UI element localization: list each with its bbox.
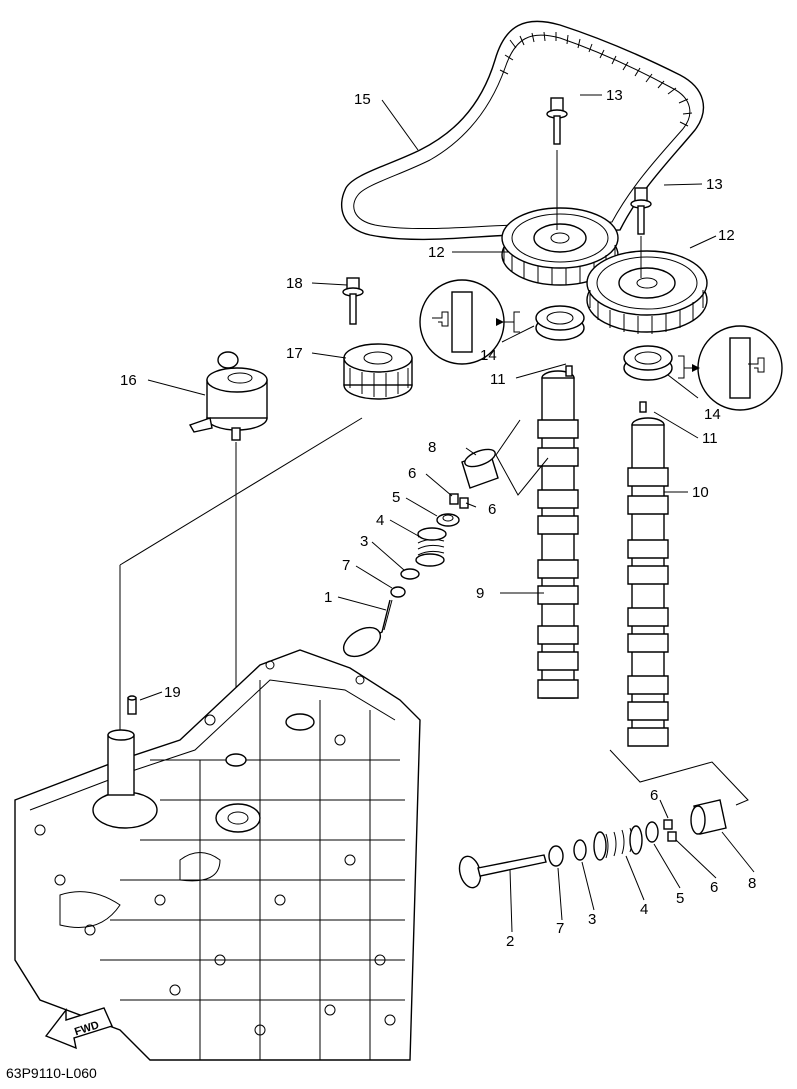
- valve-stem-seal-right: [548, 845, 564, 867]
- diagram-code: 63P9110-L060: [6, 1065, 97, 1081]
- callout-17: 17: [286, 345, 303, 362]
- callout-11-right: 11: [702, 430, 718, 447]
- pulley-bolt-exhaust: [630, 187, 652, 278]
- valve-spring-seat-right: [573, 839, 587, 861]
- callout-4-right: 4: [640, 901, 648, 918]
- callout-14-right: 14: [704, 406, 721, 423]
- valve-spring-left: [415, 527, 447, 567]
- intake-camshaft: [537, 365, 579, 699]
- dowel-pin: [127, 695, 137, 715]
- idler-bolt: [342, 277, 364, 325]
- callout-5-right: 5: [676, 890, 684, 907]
- valve-retainer-right: [645, 821, 659, 843]
- exhaust-valve-right: [458, 854, 547, 889]
- callout-13-right: 13: [706, 176, 723, 193]
- valve-lifter-right: [690, 799, 727, 835]
- callout-15: 15: [354, 91, 371, 108]
- exhaust-camshaft: [627, 401, 669, 747]
- callout-1: 1: [324, 589, 332, 606]
- oil-seal-exhaust: [623, 345, 673, 381]
- valve-cotters-left: [449, 493, 469, 509]
- oil-seal-detail-icon: [419, 279, 520, 365]
- valve-cotters-right: [663, 819, 677, 842]
- callout-7-left: 7: [342, 557, 350, 574]
- camshaft-pulley-exhaust: [586, 250, 708, 334]
- idler-pulley: [343, 343, 413, 400]
- oil-seal-detail-icon-2: [678, 325, 783, 411]
- callout-12-left: 12: [428, 244, 445, 261]
- callout-14-left: 14: [480, 347, 497, 364]
- intake-valve-left: [342, 599, 393, 658]
- callout-8-right: 8: [748, 875, 756, 892]
- callout-11-left: 11: [490, 371, 506, 388]
- callout-4-left: 4: [376, 512, 384, 529]
- callout-13-top: 13: [606, 87, 623, 104]
- callout-19: 19: [164, 684, 181, 701]
- callout-18: 18: [286, 275, 303, 292]
- callout-7-right: 7: [556, 920, 564, 937]
- valve-spring-right: [593, 825, 643, 861]
- valve-stem-seal-left: [390, 586, 406, 598]
- callout-6-lower: 6: [710, 879, 718, 896]
- callout-6-upper-left: 6: [408, 465, 416, 482]
- callout-2: 2: [506, 933, 514, 950]
- callout-16: 16: [120, 372, 137, 389]
- callout-3-left: 3: [360, 533, 368, 550]
- callout-6-lower-top: 6: [650, 787, 658, 804]
- callout-5-left: 5: [392, 489, 400, 506]
- camshaft-pulley-intake: [501, 207, 619, 286]
- callout-6-upper-right: 6: [488, 501, 496, 518]
- callout-8-left: 8: [428, 439, 436, 456]
- cylinder-head: [14, 649, 421, 1061]
- pulley-bolt-intake: [546, 97, 568, 230]
- leader-lines: [139, 94, 755, 933]
- callout-9: 9: [476, 585, 484, 602]
- callout-10: 10: [692, 484, 709, 501]
- callout-12-right: 12: [718, 227, 735, 244]
- timing-belt: [341, 20, 705, 241]
- valve-lifter-left: [461, 448, 499, 489]
- callout-labels: 15 13 13 12 12 18 17 16 14 11 14 11 8 6 …: [120, 87, 756, 950]
- valve-retainer-left: [436, 513, 460, 527]
- oil-seal-intake: [535, 305, 585, 341]
- valve-spring-seat-left: [400, 568, 420, 580]
- callout-3-right: 3: [588, 911, 596, 928]
